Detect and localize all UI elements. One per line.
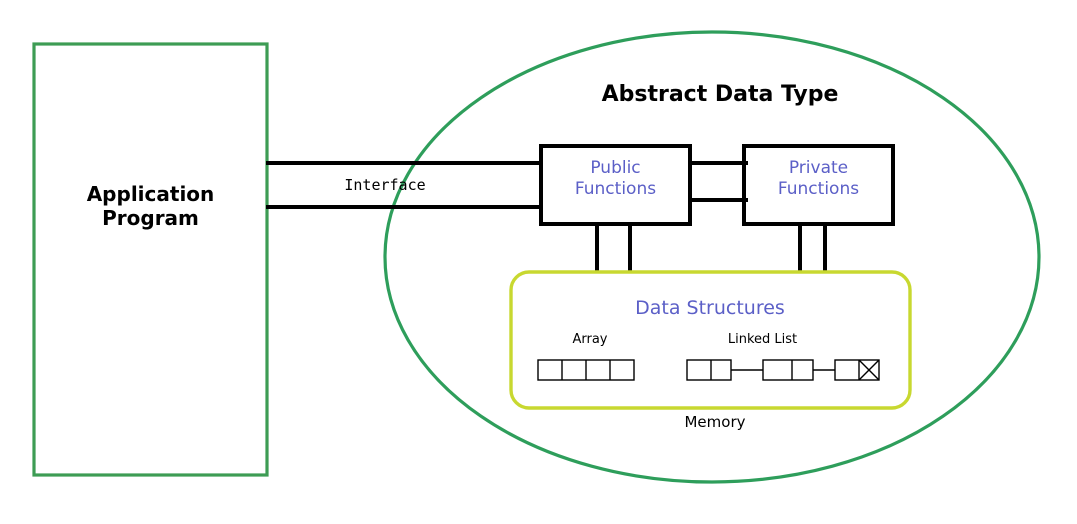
array-label: Array — [572, 332, 608, 347]
memory-label: Memory — [684, 413, 746, 431]
abstract-data-type-title: Abstract Data Type — [601, 82, 839, 107]
interface-label: Interface — [344, 176, 426, 194]
public-functions-box — [539, 144, 692, 226]
null-pointer-x-stroke-2 — [858, 359, 880, 381]
abstract-data-type-ellipse — [383, 30, 1041, 484]
private-functions-box — [742, 144, 895, 226]
array-structure — [537, 359, 635, 381]
application-program-box — [32, 42, 269, 477]
linked-list-structure — [686, 359, 880, 381]
data-structures-title: Data Structures — [635, 297, 785, 319]
linked-list-label: Linked List — [727, 332, 798, 347]
